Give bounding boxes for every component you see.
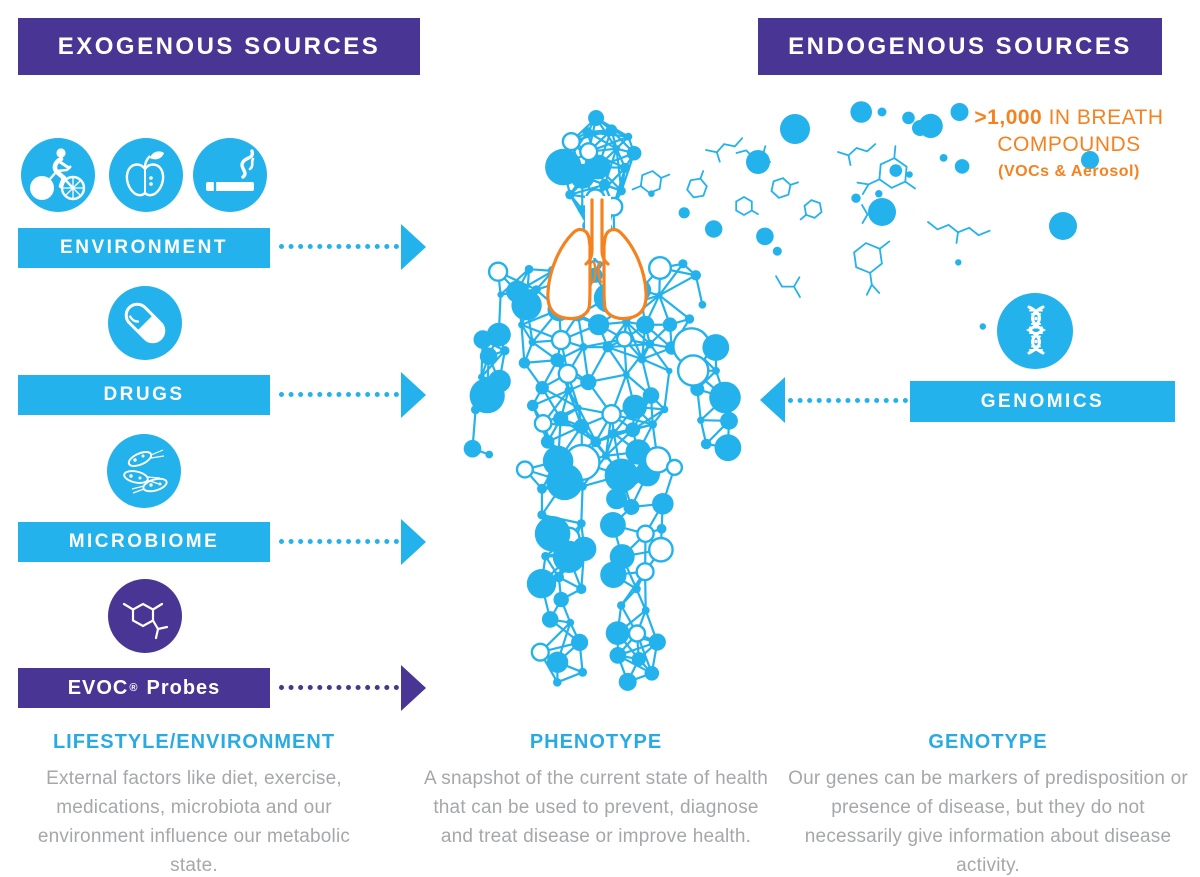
endogenous-sources-banner: ENDOGENOUS SOURCES <box>758 18 1162 75</box>
genomics-label: GENOMICS <box>980 390 1105 412</box>
callout-line1-rest: IN BREATH <box>1048 106 1164 129</box>
environment-label: ENVIRONMENT <box>60 237 228 258</box>
cyclist-icon <box>21 138 95 212</box>
microbiome-arrow-line <box>279 539 399 544</box>
evoc-label: EVOC <box>67 676 129 699</box>
bacteria-icon <box>107 434 181 508</box>
lifestyle-environment-heading: LIFESTYLE/ENVIRONMENT <box>52 731 336 753</box>
genomics-arrow-head <box>760 377 785 423</box>
microbiome-arrow-head <box>401 519 426 565</box>
microbiome-label: MICROBIOME <box>68 531 220 552</box>
callout-line2: COMPOUNDS <box>997 133 1141 156</box>
lifestyle-environment-text: External factors like diet, exercise, me… <box>37 768 351 876</box>
lifestyle-environment-column: LIFESTYLE/ENVIRONMENT External factors l… <box>18 731 370 877</box>
drugs-arrow-head <box>401 372 426 418</box>
genotype-heading: GENOTYPE <box>928 731 1048 753</box>
cigarette-icon <box>193 138 267 212</box>
pill-icon <box>108 286 182 360</box>
callout-line1: >1,000 IN BREATH <box>945 104 1193 131</box>
environment-arrow-line <box>279 244 399 249</box>
exogenous-sources-banner: EXOGENOUS SOURCES <box>18 18 420 75</box>
apple-icon <box>109 138 183 212</box>
phenotype-heading: PHENOTYPE <box>529 731 663 753</box>
dna-icon <box>997 293 1073 369</box>
evoc-probes-bar: EVOC®Probes <box>18 668 270 708</box>
evoc-label-rest: Probes <box>146 676 221 699</box>
genomics-bar: GENOMICS <box>910 381 1175 422</box>
microbiome-bar: MICROBIOME <box>18 522 270 562</box>
molecule-icon <box>108 579 182 653</box>
environment-bar: ENVIRONMENT <box>18 228 270 268</box>
genotype-text: Our genes can be markers of predispositi… <box>788 768 1188 876</box>
environment-arrow-head <box>401 224 426 270</box>
callout-number: >1,000 <box>974 106 1043 129</box>
callout-line3: (VOCs & Aerosol) <box>998 163 1140 180</box>
drugs-bar: DRUGS <box>18 375 270 415</box>
phenotype-text: A snapshot of the current state of healt… <box>423 768 769 847</box>
breath-compounds-callout: >1,000 IN BREATH COMPOUNDS (VOCs & Aeros… <box>945 104 1193 185</box>
drugs-label: DRUGS <box>103 384 185 405</box>
phenotype-column: PHENOTYPE A snapshot of the current stat… <box>420 731 772 851</box>
drugs-arrow-line <box>279 392 399 397</box>
genomics-arrow-line <box>788 398 908 403</box>
genotype-column: GENOTYPE Our genes can be markers of pre… <box>788 731 1188 877</box>
evoc-arrow-line <box>279 685 399 690</box>
evoc-arrow-head <box>401 665 426 711</box>
